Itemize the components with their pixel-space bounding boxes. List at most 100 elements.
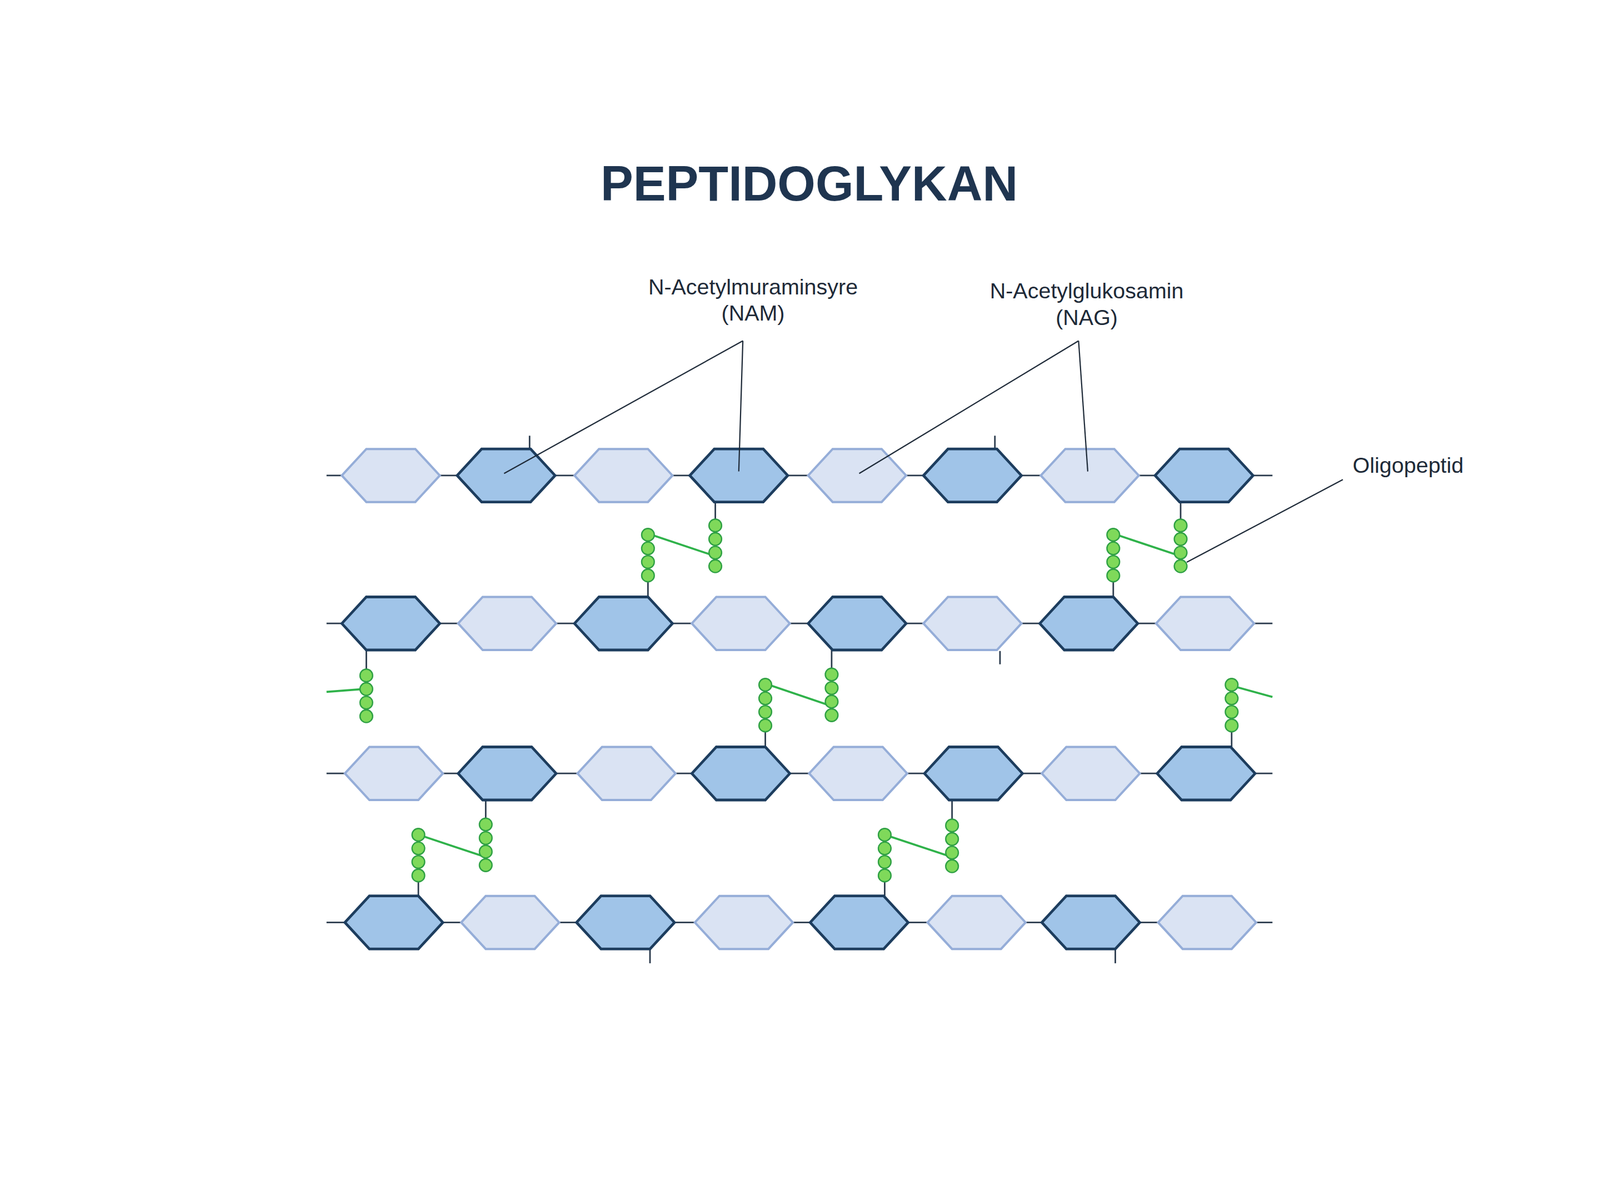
nam-hexagon [345, 896, 443, 950]
amino-acid-bead [412, 842, 425, 855]
amino-acid-bead [758, 705, 772, 719]
amino-acid-bead [825, 681, 839, 695]
nag-hexagon [808, 448, 907, 503]
nam-label: N-Acetylmuraminsyre (NAM) [630, 273, 877, 327]
tick-mark [1114, 948, 1117, 964]
amino-acid-bead [878, 828, 892, 842]
amino-acid-bead [412, 855, 425, 869]
nag-hexagon [1156, 596, 1254, 650]
tick-mark [528, 435, 531, 449]
amino-acid-bead [708, 560, 722, 573]
nam-hexagon [1040, 596, 1138, 650]
nag-hexagon [927, 896, 1026, 950]
nam-hexagon [1155, 448, 1253, 503]
amino-acid-bead [758, 692, 772, 705]
amino-acid-bead [641, 542, 655, 555]
amino-acid-bead [708, 519, 722, 533]
nag-hexagon [458, 596, 557, 650]
nag-hexagon [461, 896, 559, 950]
leader-line [503, 340, 743, 474]
nam-hexagon [924, 746, 1023, 800]
nam-hexagon [923, 448, 1022, 503]
tick-mark [649, 948, 652, 964]
nam-hexagon [574, 596, 673, 650]
leader-line [1078, 340, 1088, 472]
amino-acid-bead [878, 869, 892, 883]
glycan-backbones [326, 475, 1273, 923]
nag-hexagon [695, 896, 793, 950]
leader-line [738, 340, 743, 472]
amino-acid-bead [945, 832, 959, 846]
peptide-bridge [1113, 533, 1181, 557]
nam-hexagon [457, 448, 555, 503]
amino-acid-bead [825, 695, 839, 709]
amino-acid-bead [945, 846, 959, 859]
nag-hexagon [691, 596, 790, 650]
peptide-bridge [647, 533, 715, 557]
amino-acid-bead [945, 819, 959, 833]
amino-acid-bead [479, 818, 493, 832]
chain-ticks [529, 435, 1115, 964]
amino-acid-bead [1106, 569, 1120, 583]
amino-acid-bead [825, 708, 839, 722]
peptide-bridge [765, 683, 832, 707]
nag-hexagon [341, 448, 440, 503]
nag-label: N-Acetylglukosamin (NAG) [971, 277, 1203, 331]
amino-acid-bead [1225, 692, 1239, 705]
nag-hexagon [1158, 896, 1257, 950]
amino-acid-bead [412, 828, 425, 842]
nag-hexagon [574, 448, 673, 503]
leader-line [1186, 479, 1343, 563]
amino-acid-bead [825, 668, 839, 682]
amino-acid-bead [878, 855, 892, 869]
amino-acid-bead [1225, 705, 1239, 719]
amino-acid-bead [878, 842, 892, 855]
nag-hexagon [1041, 746, 1140, 800]
nag-hexagon [345, 746, 443, 800]
nam-hexagon [810, 896, 908, 950]
leader-lines [503, 340, 1343, 563]
oligopeptide-label: Oligopeptid [1352, 452, 1464, 479]
diagram-title: PEPTIDOGLYKAN [600, 154, 1018, 214]
nam-hexagon [458, 746, 557, 800]
amino-acid-bead [758, 678, 772, 692]
amino-acid-bead [360, 669, 373, 683]
peptide-bridge [884, 834, 952, 857]
leader-line [859, 340, 1079, 474]
nag-hexagon [1040, 448, 1139, 503]
oligopeptides [326, 502, 1273, 897]
amino-acid-bead [708, 532, 722, 546]
amino-acid-bead [1174, 546, 1188, 559]
nam-hexagon [576, 896, 675, 950]
amino-acid-bead [479, 858, 493, 872]
amino-acid-bead [758, 719, 772, 733]
amino-acid-bead [1174, 532, 1188, 546]
amino-acid-bead [1174, 560, 1188, 573]
amino-acid-bead [1225, 719, 1239, 733]
nag-hexagon [577, 746, 676, 800]
amino-acid-bead [1106, 555, 1120, 569]
amino-acid-bead [641, 528, 655, 542]
amino-acid-bead [641, 555, 655, 569]
nam-hexagon [691, 746, 790, 800]
nam-hexagon [1157, 746, 1255, 800]
peptide-bridge [418, 834, 486, 857]
amino-acid-bead [360, 710, 373, 723]
amino-acid-bead [360, 696, 373, 709]
sugar-units [341, 448, 1257, 949]
nam-hexagon [1041, 896, 1140, 950]
tick-mark [999, 651, 1002, 665]
tick-mark [993, 435, 996, 449]
amino-acid-bead [1106, 528, 1120, 542]
amino-acid-bead [412, 869, 425, 883]
amino-acid-bead [708, 546, 722, 559]
amino-acid-bead [360, 682, 373, 696]
nag-hexagon [923, 596, 1022, 650]
amino-acid-bead [1225, 678, 1239, 692]
amino-acid-bead [479, 845, 493, 859]
amino-acid-bead [479, 831, 493, 845]
amino-acid-bead [641, 569, 655, 583]
amino-acid-bead [1174, 519, 1188, 533]
nag-hexagon [809, 746, 908, 800]
